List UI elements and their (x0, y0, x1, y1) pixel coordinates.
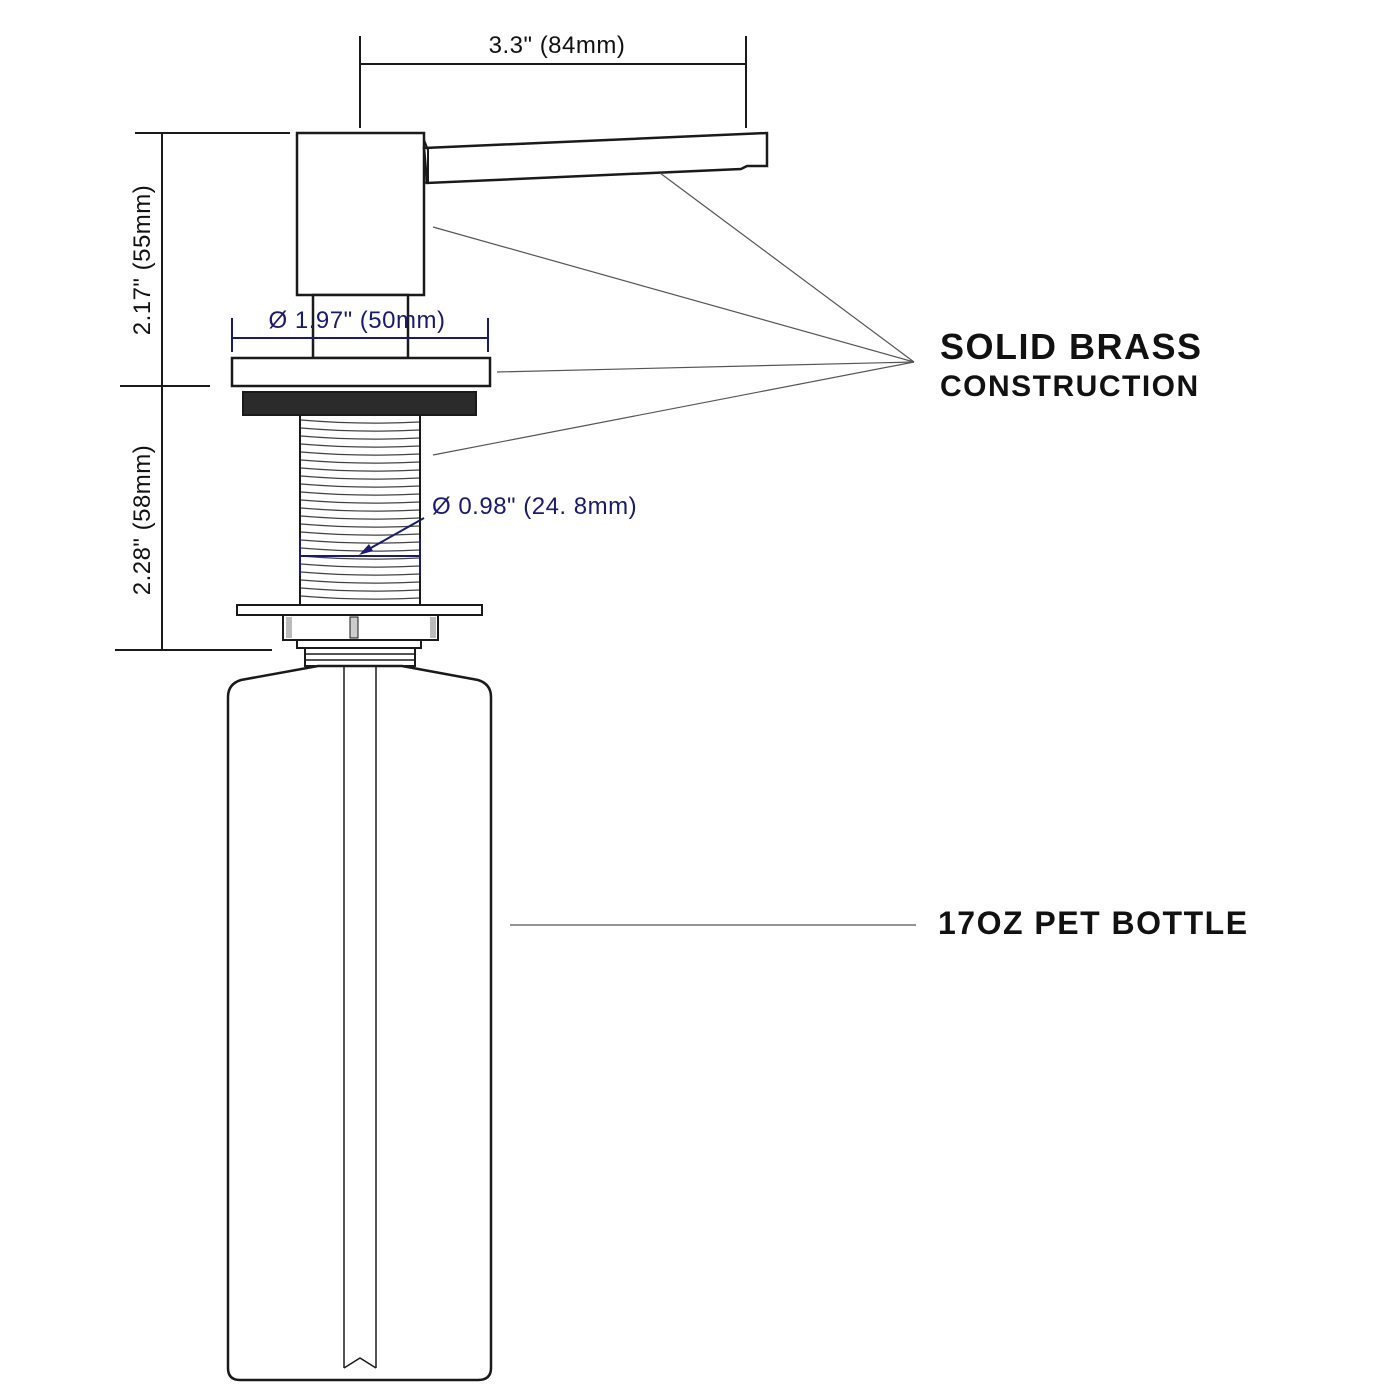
thread-line (300, 427, 420, 432)
flange-diameter-dimension: Ø 1.97" (50mm) (231, 307, 489, 352)
dim-arrow-shaft (361, 517, 425, 554)
thread-line (300, 547, 420, 552)
flange-diameter-label: Ø 1.97" (50mm) (269, 307, 446, 334)
shank-diameter-dimension: Ø 0.98" (24. 8mm) (299, 493, 637, 576)
shank-length-label: 2.28" (58mm) (129, 445, 156, 596)
washer (236, 604, 483, 616)
thread-line (300, 419, 420, 424)
thread-line (300, 515, 420, 520)
thread-line (300, 579, 420, 584)
shank-body (299, 414, 421, 606)
spout-length-dimension: 3.3" (84mm) (359, 32, 747, 128)
pet-bottle (226, 664, 493, 1382)
leader-head (432, 226, 915, 363)
head-body (295, 131, 426, 297)
thread-line (300, 595, 420, 600)
thread-line (300, 459, 420, 464)
material-callout-line2: CONSTRUCTION (940, 370, 1200, 403)
rubber-gasket (242, 391, 477, 416)
thread-line (300, 435, 420, 440)
leader-spout (659, 172, 915, 363)
mounting-nut (282, 614, 439, 641)
thread-line (300, 563, 420, 568)
thread-line (300, 491, 420, 496)
bottle-body (226, 664, 493, 1382)
thread-line (300, 467, 420, 472)
spout (422, 131, 769, 185)
thread-line (300, 499, 420, 504)
shank-diameter-label: Ø 0.98" (24. 8mm) (432, 493, 637, 520)
leader-shank (432, 361, 915, 456)
thread-line (300, 523, 420, 528)
thread-line (300, 531, 420, 536)
thread-line (300, 571, 420, 576)
thread-line (300, 443, 420, 448)
material-leader-lines (432, 172, 915, 456)
material-callout-line1: SOLID BRASS (940, 326, 1203, 367)
threaded-shank (299, 414, 421, 606)
thread-line (300, 507, 420, 512)
bottle-cap (304, 647, 416, 667)
shank-length-dimension: 2.28" (58mm) (115, 386, 272, 651)
thread-line (300, 483, 420, 488)
nut-shade-right (430, 617, 436, 638)
thread-line (300, 475, 420, 480)
spout-collar (423, 139, 429, 184)
nut-base (296, 639, 422, 649)
pump-head (295, 131, 769, 360)
shank-threads (300, 419, 420, 600)
head-height-dimension: 2.17" (55mm) (120, 132, 290, 387)
arrow-icon (359, 544, 373, 555)
mounting-hardware (236, 604, 483, 667)
thread-line (300, 451, 420, 456)
bottle-callout: 17OZ PET BOTTLE (938, 905, 1249, 941)
flange (230, 356, 492, 388)
dip-tube-tip (343, 1357, 377, 1369)
head-height-label: 2.17" (55mm) (129, 185, 156, 336)
spout-length-label: 3.3" (84mm) (489, 32, 626, 59)
thread-line (300, 587, 420, 592)
thread-line (300, 539, 420, 544)
nut-flat (349, 616, 359, 639)
leader-flange (496, 361, 915, 373)
nut-shade-left (286, 617, 292, 638)
